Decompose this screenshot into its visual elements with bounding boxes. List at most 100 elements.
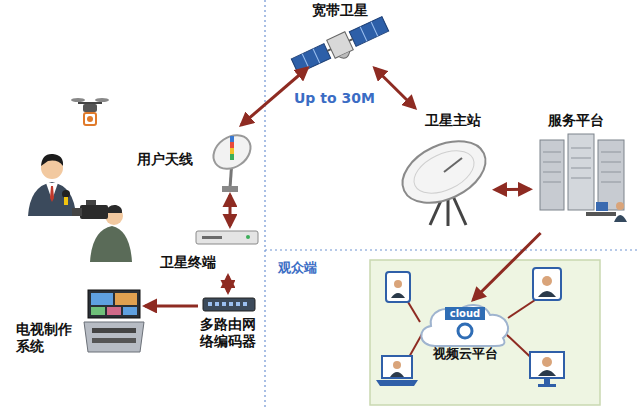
production-console bbox=[123, 307, 137, 315]
server-rack bbox=[540, 134, 627, 222]
link-arrow bbox=[473, 233, 540, 300]
drone-icon bbox=[71, 98, 85, 102]
antenna-node: 用户天线 bbox=[135, 125, 260, 195]
node-label: 多路由网络编码器 bbox=[200, 316, 260, 350]
node-sublabel: 视频云平台 bbox=[415, 346, 515, 362]
node-label: 宽带卫星 bbox=[285, 2, 395, 19]
tablet-icon bbox=[542, 276, 552, 286]
reporter-figure bbox=[28, 154, 76, 216]
monitor-icon bbox=[544, 378, 550, 384]
production-console bbox=[84, 290, 144, 352]
station-dish bbox=[444, 158, 462, 172]
tablet-icon bbox=[533, 268, 561, 300]
antenna-dish bbox=[207, 128, 257, 192]
encoder-node: 多路由网络编码器 bbox=[198, 292, 262, 364]
monitor-icon bbox=[542, 357, 552, 367]
drone-icon bbox=[71, 98, 109, 125]
tablet-icon bbox=[538, 291, 556, 297]
satellite-icon bbox=[339, 52, 352, 61]
server-rack bbox=[616, 202, 624, 210]
antenna-dish bbox=[222, 186, 238, 192]
tablet-icon bbox=[394, 280, 402, 288]
cloud-node: cloud 视频云平台 bbox=[415, 300, 517, 368]
production-console bbox=[107, 307, 121, 315]
encoder-device bbox=[243, 302, 247, 306]
region-divider bbox=[264, 0, 265, 408]
device-link bbox=[408, 302, 420, 322]
cameraman-figure bbox=[72, 208, 82, 216]
tablet-icon bbox=[391, 293, 405, 298]
server-rack bbox=[596, 202, 608, 211]
cameraman-figure bbox=[90, 226, 132, 262]
laptop-icon bbox=[376, 356, 418, 386]
antenna-dish bbox=[230, 148, 234, 154]
disc-icon bbox=[458, 324, 472, 338]
satellite-icon bbox=[291, 44, 330, 74]
antenna-dish bbox=[230, 136, 234, 142]
cameraman-figure bbox=[80, 205, 108, 219]
production-console bbox=[115, 293, 137, 305]
production-console bbox=[92, 328, 136, 333]
production-console bbox=[84, 322, 144, 352]
server-rack bbox=[543, 162, 561, 163]
monitor-icon bbox=[538, 384, 556, 387]
production-console bbox=[88, 290, 140, 318]
production-node: 电视制作系统 bbox=[10, 285, 145, 380]
server-rack bbox=[571, 178, 591, 179]
encoder-device bbox=[236, 302, 240, 306]
server-rack bbox=[540, 140, 564, 210]
viewer-region: 观众端cloud视频云平台 bbox=[268, 252, 640, 408]
link-arrow bbox=[375, 68, 415, 108]
server-rack bbox=[598, 140, 624, 210]
reporter-figure bbox=[28, 182, 76, 216]
monitor-icon bbox=[530, 352, 564, 387]
server-rack bbox=[614, 215, 627, 222]
tablet-icon bbox=[386, 272, 410, 302]
station-dish bbox=[393, 129, 496, 215]
node-label: 卫星终端 bbox=[160, 254, 224, 271]
satellite-node: 宽带卫星 bbox=[285, 0, 397, 68]
monitor-icon bbox=[530, 352, 564, 378]
cameraman-figure bbox=[72, 200, 132, 262]
station-dish bbox=[407, 142, 480, 202]
encoder-device bbox=[215, 302, 219, 306]
encoder-device bbox=[203, 298, 255, 311]
tablet-icon bbox=[386, 272, 410, 302]
server-rack bbox=[568, 134, 594, 210]
antenna-dish bbox=[230, 154, 234, 160]
drone-icon bbox=[78, 102, 102, 104]
link-arrow bbox=[495, 188, 530, 191]
cloud-shape bbox=[421, 305, 508, 346]
server-rack bbox=[601, 172, 621, 173]
encoder-device bbox=[229, 302, 233, 306]
antenna-dish bbox=[230, 142, 234, 148]
tablet-icon bbox=[533, 268, 561, 300]
node-label: cloud bbox=[445, 307, 485, 320]
node-label: 用户天线 bbox=[137, 151, 199, 168]
reporter-figure bbox=[50, 186, 54, 202]
reporter-figure bbox=[64, 197, 68, 205]
reporter-figure bbox=[62, 190, 70, 198]
server-rack bbox=[543, 182, 561, 183]
node-label: 卫星主站 bbox=[425, 112, 489, 129]
server-rack bbox=[543, 172, 561, 173]
bandwidth-label: Up to 30M bbox=[294, 90, 375, 106]
region-divider bbox=[265, 249, 640, 250]
terminal-device bbox=[196, 231, 258, 244]
server-rack bbox=[571, 148, 591, 149]
antenna-dish bbox=[207, 128, 257, 176]
station-dish bbox=[393, 129, 496, 226]
platform-node: 服务平台 bbox=[530, 108, 636, 233]
drone-icon bbox=[87, 116, 93, 122]
satellite-icon bbox=[313, 49, 320, 64]
drone-icon bbox=[95, 98, 109, 102]
link-arrow bbox=[226, 276, 229, 292]
encoder-device bbox=[222, 302, 226, 306]
link-arrow bbox=[145, 304, 198, 307]
terminal-node: 卫星终端 bbox=[150, 226, 260, 276]
server-rack bbox=[571, 158, 591, 159]
satellite-icon bbox=[360, 27, 367, 42]
server-rack bbox=[586, 212, 616, 216]
